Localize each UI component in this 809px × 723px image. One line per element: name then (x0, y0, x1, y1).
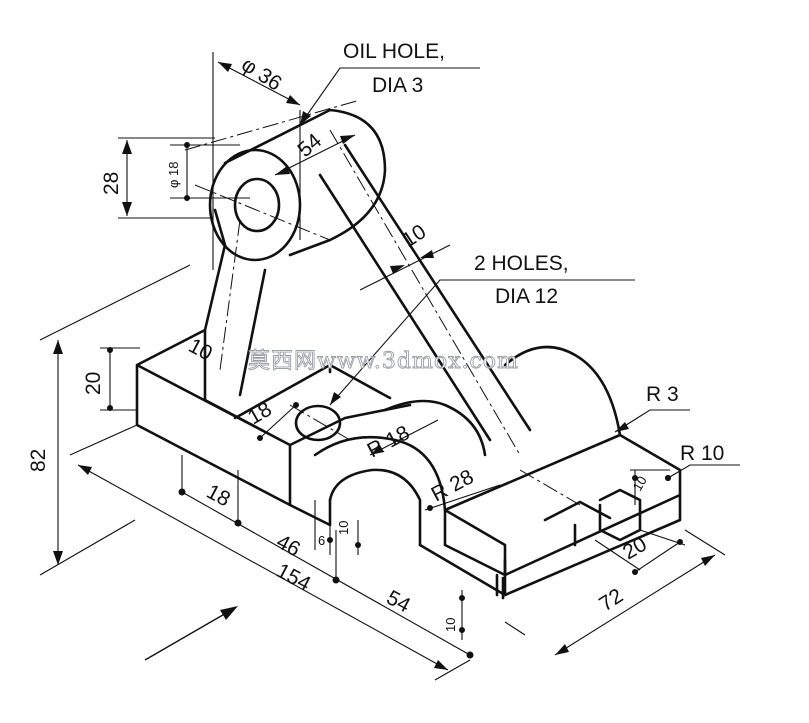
object-outline (135, 108, 682, 600)
center-lines (184, 99, 581, 506)
top-boss-bore (233, 177, 281, 233)
dim-82: 82 (27, 449, 50, 472)
base-upper-step (288, 403, 412, 447)
dim-6: 6 (318, 533, 325, 548)
dim-28: 28 (100, 172, 123, 195)
front-arch (328, 468, 422, 547)
dim-20: 20 (82, 372, 105, 395)
dimension-lines (39, 52, 740, 681)
dim-10-slot: 10 (336, 521, 351, 535)
middle-arch (383, 399, 487, 457)
holes-note-2: DIA 12 (495, 285, 558, 308)
front-arch-outer (313, 435, 447, 512)
dim-72: 72 (595, 584, 627, 616)
dim-54-base: 54 (383, 586, 415, 617)
rear-arch (503, 345, 622, 437)
dim-46: 46 (273, 530, 304, 561)
base-hole (294, 404, 342, 442)
top-boss-body (223, 108, 387, 257)
dim-r10: R 10 (680, 442, 724, 465)
dim-54-arm: 54 (293, 129, 326, 162)
plate-slot (543, 488, 642, 542)
dim-10-arm: 10 (398, 220, 430, 252)
dim-phi36: φ 36 (237, 53, 285, 96)
oil-hole-note-1: OIL HOLE, (343, 40, 445, 63)
inclined-arm (318, 143, 532, 442)
dim-154: 154 (273, 559, 315, 596)
oil-hole-note-2: DIA 3 (372, 74, 423, 97)
dim-phi18: φ 18 (166, 161, 181, 188)
dim-r18: R 18 (364, 421, 414, 462)
right-plate (443, 433, 682, 597)
dim-10-step: 10 (630, 473, 650, 493)
dimension-labels: φ 36 φ 18 28 54 10 10 20 82 18 18 R 18 R… (27, 53, 724, 632)
front-edge-ticks (495, 573, 505, 600)
left-arm (203, 208, 267, 397)
dim-r3: R 3 (646, 383, 679, 406)
base-top-edge (233, 363, 392, 420)
holes-note-1: 2 HOLES, (474, 252, 569, 275)
watermark: 莫西网www.3dmox.com (248, 349, 519, 374)
dim-10-thick: 10 (443, 618, 458, 632)
notes: OIL HOLE, DIA 3 2 HOLES, DIA 12 (343, 40, 569, 308)
